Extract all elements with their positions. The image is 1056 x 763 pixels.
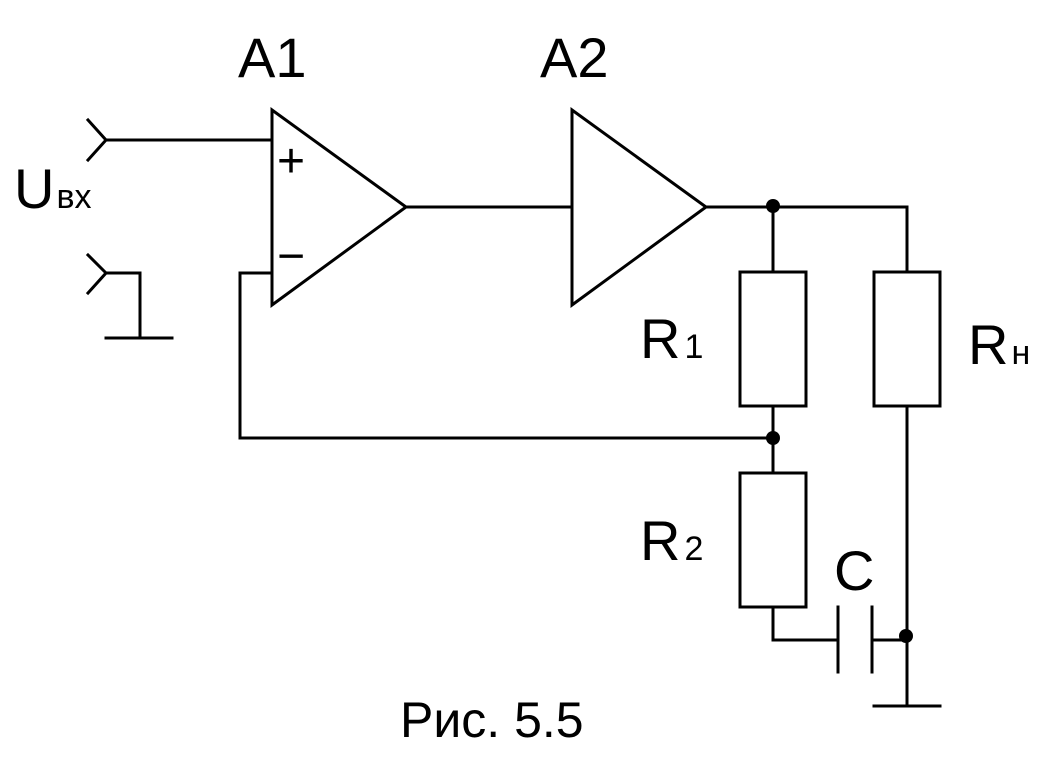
capacitor-c	[836, 605, 874, 674]
label-uin-sub: вх	[56, 178, 91, 216]
label-rn-main: R	[968, 313, 1008, 376]
label-a2: A2	[540, 26, 609, 89]
label-r1-sub: 1	[684, 328, 703, 366]
opamp-a1	[270, 107, 409, 308]
input-terminal-signal	[85, 117, 274, 163]
resistor-rn	[872, 270, 942, 408]
label-rn: Rн	[968, 313, 1030, 376]
label-uin: Uвх	[14, 157, 92, 220]
resistor-r1	[738, 270, 808, 408]
label-plus: +	[277, 135, 305, 188]
label-c: C	[834, 539, 874, 602]
label-rn-sub: н	[1011, 334, 1030, 372]
figure-caption: Рис. 5.5	[400, 692, 584, 748]
label-uin-main: U	[14, 157, 54, 220]
input-terminal-ground	[85, 252, 174, 340]
label-r2-main: R	[640, 509, 680, 572]
label-r2-sub: 2	[684, 530, 703, 568]
wire-r2-to-c	[771, 605, 840, 642]
label-r1-main: R	[640, 307, 680, 370]
label-minus: −	[277, 230, 305, 283]
wire-feedback	[238, 271, 775, 440]
amplifier-a2	[570, 107, 709, 308]
label-a1: A1	[238, 26, 307, 89]
resistor-r2	[738, 471, 808, 609]
